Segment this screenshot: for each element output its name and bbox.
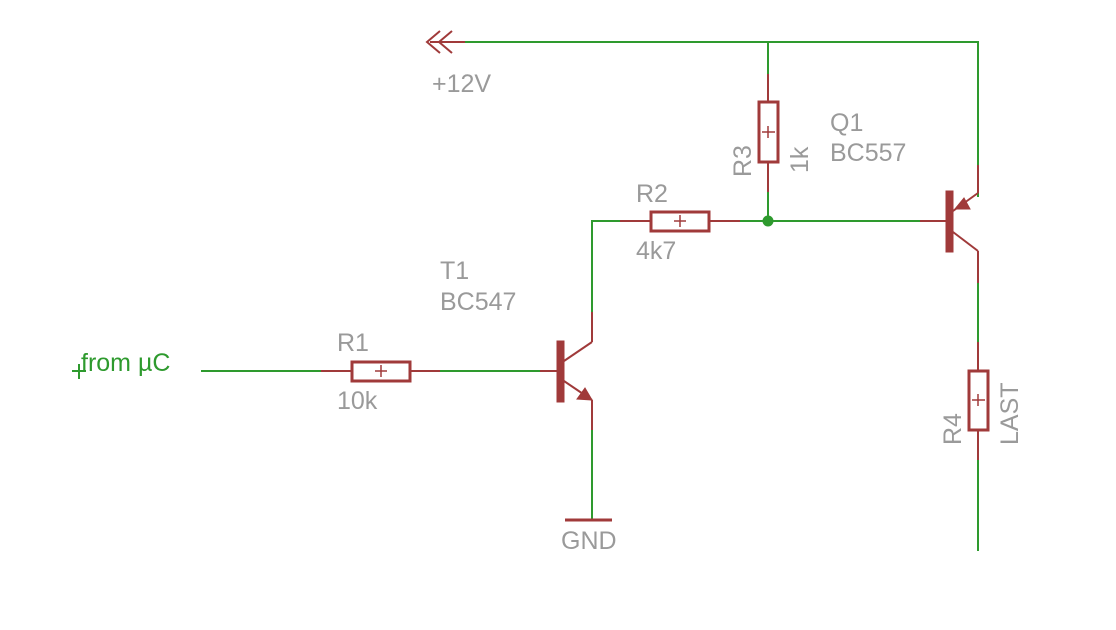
junction-dot: [762, 215, 774, 227]
r4-value: LAST: [996, 382, 1024, 445]
r4-name: R4: [939, 413, 967, 445]
supply-chevron-outer: [425, 30, 441, 54]
resistor-r3-body: [757, 100, 780, 164]
transistor-t1-emitter-arrow: [576, 387, 593, 401]
t1-value: BC547: [440, 288, 516, 316]
r3-name: R3: [729, 145, 757, 177]
transistor-q1-base-bar: [945, 190, 954, 253]
transistor-t1-npn: [540, 312, 593, 430]
transistor-t1-base-bar: [556, 340, 565, 403]
input-net-label: from µC: [81, 349, 170, 377]
resistor-r4-body: [967, 369, 990, 432]
transistor-q1-emitter-arrow: [953, 197, 971, 210]
t1-name: T1: [440, 257, 469, 285]
resistor-r2-body: [649, 210, 711, 233]
wires: [72, 41, 979, 551]
resistor-r1-body: [350, 360, 412, 383]
transistor-q1-collector-lead: [952, 231, 979, 252]
resistor-r3: [757, 74, 780, 192]
resistor-r2: [620, 210, 740, 233]
resistor-r1: [321, 360, 440, 383]
q1-value: BC557: [830, 139, 906, 167]
r2-value: 4k7: [636, 237, 676, 265]
ground-label: GND: [561, 527, 617, 555]
supply-label: +12V: [432, 70, 491, 98]
wire-supply-rail: [436, 41, 979, 197]
r1-value: 10k: [337, 387, 378, 415]
r1-name: R1: [337, 329, 369, 357]
wire-t1-collector: [591, 220, 651, 313]
r3-value: 1k: [786, 146, 814, 173]
transistor-t1-collector-lead: [563, 341, 593, 362]
transistor-q1-pnp: [920, 165, 979, 283]
r2-name: R2: [636, 180, 668, 208]
q1-name: Q1: [830, 109, 863, 137]
supply-symbol: [425, 30, 465, 54]
resistor-r4: [967, 342, 990, 460]
